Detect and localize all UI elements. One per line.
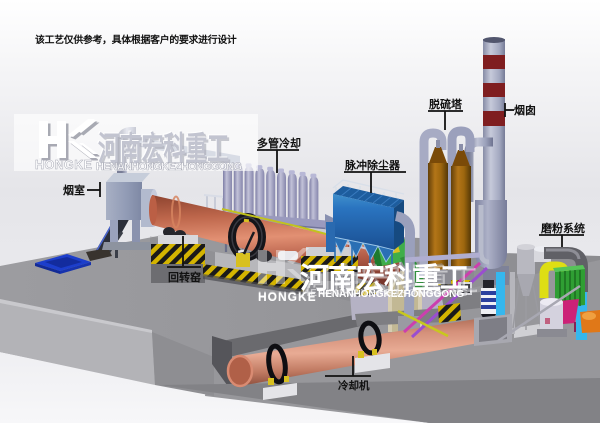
svg-text:烟室: 烟室: [63, 183, 85, 197]
svg-text:烟囱: 烟囱: [514, 103, 536, 117]
svg-text:河南宏科重工: 河南宏科重工: [98, 130, 229, 167]
svg-text:河南宏科重工: 河南宏科重工: [303, 263, 479, 299]
svg-text:冷却机: 冷却机: [338, 379, 370, 392]
svg-text:HENANHONGKEZHONGGONG: HENANHONGKEZHONGGONG: [302, 288, 468, 299]
svg-text:河南宏科重工: 河南宏科重工: [301, 261, 477, 297]
svg-text:回转窑: 回转窑: [168, 270, 201, 284]
svg-text:河南宏科重工: 河南宏科重工: [300, 261, 469, 295]
svg-text:HONGKE: HONGKE: [35, 158, 92, 172]
svg-text:HONGKE: HONGKE: [258, 289, 317, 303]
svg-text:该工艺仅供参考，具体根据客户的要求进行设计: 该工艺仅供参考，具体根据客户的要求进行设计: [35, 33, 237, 46]
svg-text:磨粉系统: 磨粉系统: [540, 221, 585, 235]
svg-text:脉冲除尘器: 脉冲除尘器: [344, 158, 401, 172]
svg-text:河南宏科重工: 河南宏科重工: [100, 132, 231, 169]
svg-text:多管冷却: 多管冷却: [257, 136, 301, 150]
svg-text:HENANHONGKEZHONGGONG: HENANHONGKEZHONGGONG: [318, 289, 464, 300]
svg-text:HENANHONGKEZHONGGONG: HENANHONGKEZHONGGONG: [96, 161, 242, 173]
svg-text:河南宏科重工: 河南宏科重工: [97, 129, 228, 166]
svg-text:HONGKE: HONGKE: [258, 290, 317, 304]
svg-text:脱硫塔: 脱硫塔: [429, 97, 463, 111]
